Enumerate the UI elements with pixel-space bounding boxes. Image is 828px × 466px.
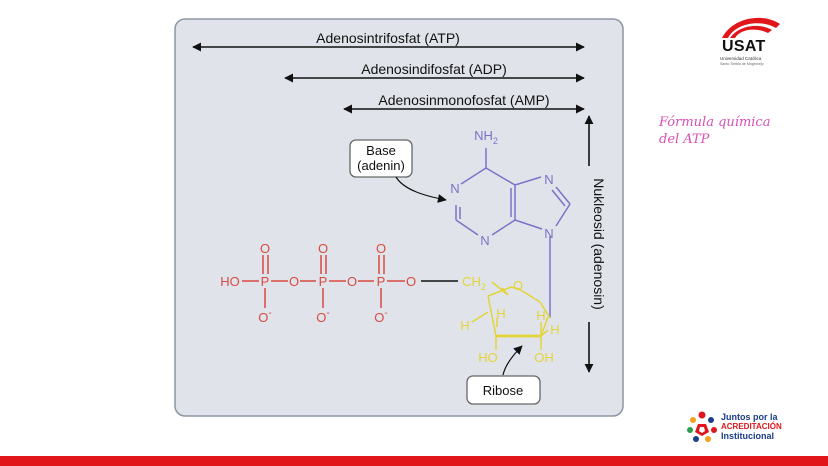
usat-subtitle: Universidad Católica [720,56,762,61]
acreditacion-logo: Juntos por la ACREDITACIÓN Institucional [685,408,815,448]
phosphorus-atom: P [319,274,328,289]
usat-logo: USAT Universidad Católica Santo Toribio … [718,14,818,70]
acreditacion-line-3: Institucional [721,431,775,441]
phosphorus-atom: P [377,274,386,289]
caption-line-1: Fórmula química [659,115,771,130]
phosphorus-atom: P [261,274,270,289]
oxygen-atom: O [376,241,386,256]
phosphate-atoms: HO P O P O P O O O O O- O- O- [220,241,416,325]
hydroxyl-ribose-right: OH [534,350,554,365]
slide-caption: Fórmula química del ATP [659,114,809,148]
ring-oxygen: O [513,278,523,293]
nucleoside-label: Nukleosid (adenosin) [591,178,607,310]
hydrogen-atom: H [460,318,469,333]
hydrogen-atom: H [550,322,559,337]
nitrogen-atom: N [450,181,459,196]
adenine-structure [455,148,571,318]
hydrogen-atom: H [536,308,545,323]
usat-name: USAT [722,38,766,55]
footer-bar [0,456,828,466]
usat-subtitle-2: Santo Toribio de Mogrovejo [720,62,764,66]
base-label-line2: (adenin) [357,158,405,173]
diagram-panel [174,18,624,417]
caption-line-2: del ATP [659,132,710,147]
oxygen-atom: O [289,274,299,289]
oxygen-atom: O [260,241,270,256]
adp-range-arrow: Adenosindifosfat (ADP) [284,61,585,83]
atp-label: Adenosintrifosfat (ATP) [316,30,460,46]
acreditacion-line-1: Juntos por la [721,412,778,422]
base-label-line1: Base [366,143,396,158]
oxygen-atom: O [347,274,357,289]
oxygen-anion: O- [316,308,329,325]
oxygen-anion: O- [258,308,271,325]
nucleoside-range-arrow: Nukleosid (adenosin) [580,115,607,373]
amino-group: NH2 [474,128,498,146]
nitrogen-atom: N [544,226,553,241]
ribose-atoms: CH2 O H H H H HO OH [460,274,559,365]
adenine-atoms: NH2 N N N N [450,128,553,248]
hydroxyl-left: HO [220,274,240,289]
nitrogen-atom: N [544,172,553,187]
oxygen-atom: O [406,274,416,289]
usat-arc-icon [722,17,780,38]
acreditacion-figure-icon [687,411,717,442]
nitrogen-atom: N [480,233,489,248]
oxygen-atom: O [318,241,328,256]
acreditacion-line-2: ACREDITACIÓN [721,422,782,431]
oxygen-anion: O- [374,308,387,325]
ribose-label: Ribose [483,383,523,398]
amp-label: Adenosinmonofosfat (AMP) [378,92,549,108]
base-label-box: Base (adenin) [349,139,447,203]
ch2-group: CH2 [462,274,486,292]
phosphate-bonds [242,255,405,308]
hydrogen-atom: H [496,306,505,321]
atp-range-arrow: Adenosintrifosfat (ATP) [192,30,585,52]
hydroxyl-ribose-left: HO [478,350,498,365]
ribose-structure [421,280,551,350]
ribose-label-box: Ribose [466,345,541,405]
adp-label: Adenosindifosfat (ADP) [361,61,507,77]
amp-range-arrow: Adenosinmonofosfat (AMP) [343,92,585,114]
